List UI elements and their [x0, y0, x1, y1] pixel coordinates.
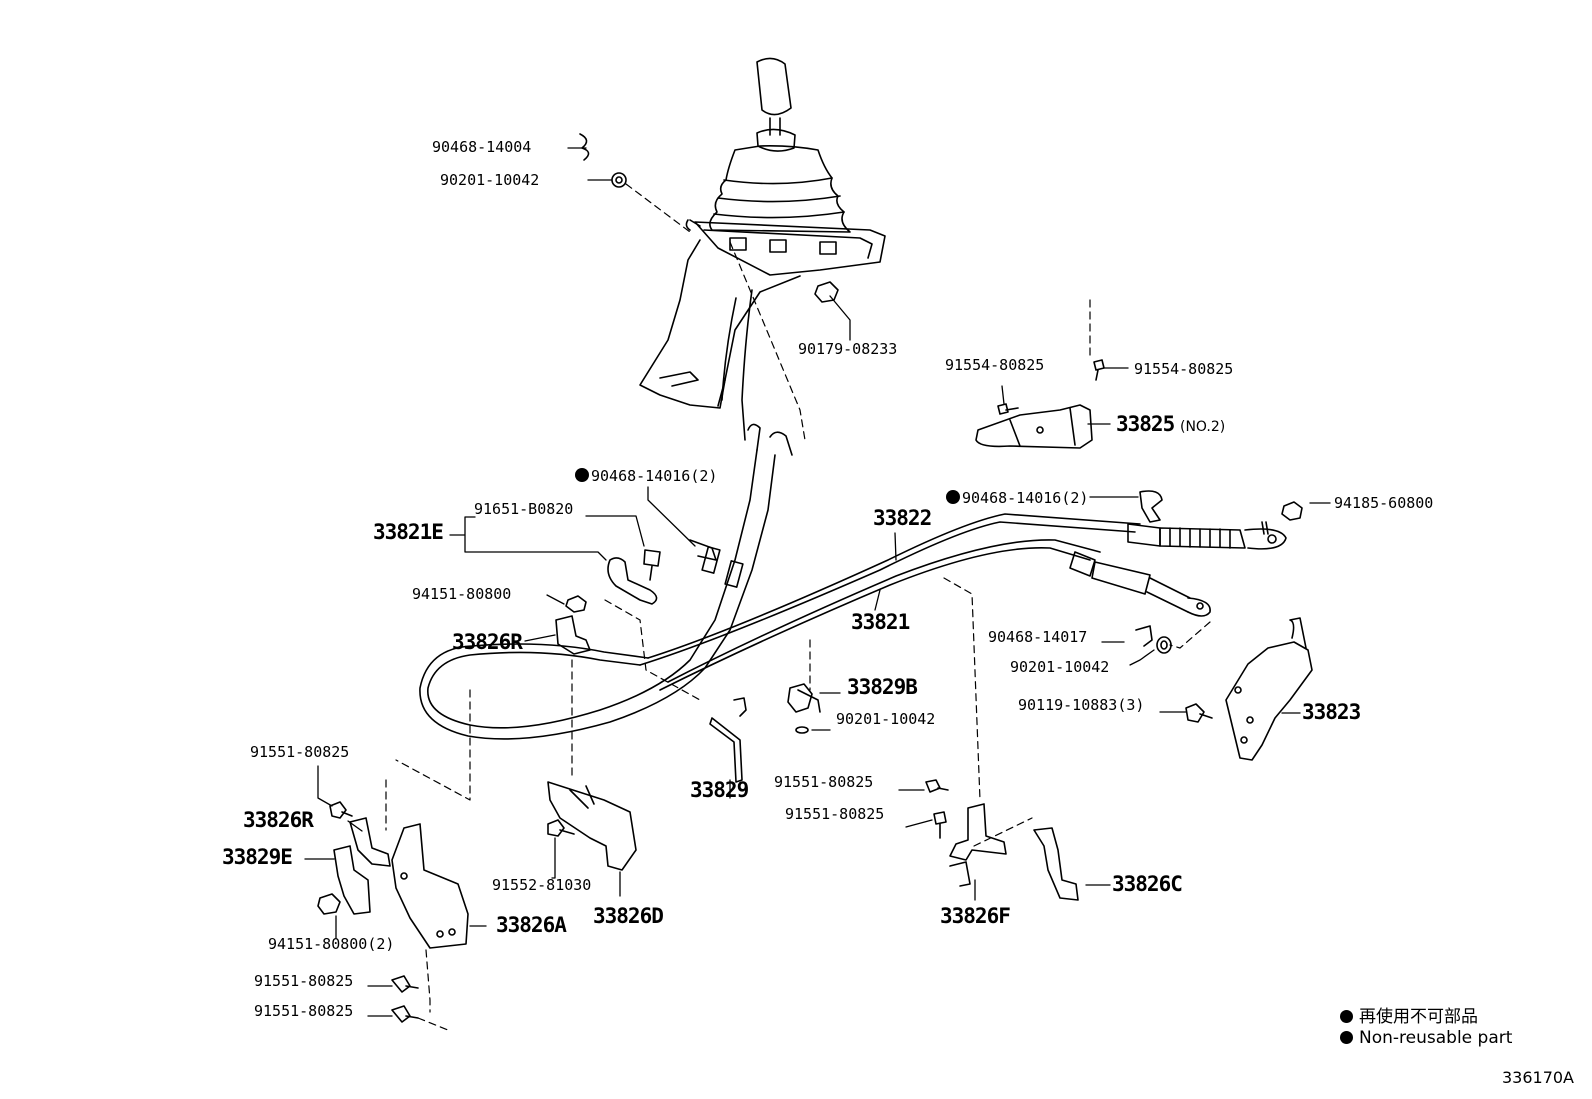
part-label-33825-no2: (NO.2)	[1180, 419, 1226, 435]
part-label-90468-14017: 90468-14017	[988, 628, 1088, 646]
fasteners	[317, 133, 1313, 1023]
part-label-33826C: 33826C	[1112, 872, 1183, 896]
part-label-91551-80825: 91551-80825	[250, 743, 350, 761]
part-label-90468-14004: 90468-14004	[432, 138, 532, 156]
part-label-33826R: 33826R	[452, 630, 523, 654]
diagram-code: 336170A	[1501, 1068, 1574, 1087]
control-cables	[419, 423, 1287, 740]
part-label-33822: 33822	[873, 506, 932, 530]
non-reusable-dot-icon	[946, 490, 960, 504]
part-label-33826D: 33826D	[593, 904, 664, 928]
part-label-91554-80825: 91554-80825	[945, 356, 1045, 374]
legend-jp: 再使用不可部品	[1340, 1002, 1478, 1027]
part-label-91554-80825: 91554-80825	[1134, 360, 1234, 378]
part-label-94151-80800: 94151-80800	[412, 585, 512, 603]
part-label-33826A: 33826A	[496, 913, 567, 937]
part-label-33825: 33825	[1116, 412, 1175, 436]
part-label-33826F: 33826F	[940, 904, 1011, 928]
part-label-91551-80825: 91551-80825	[785, 805, 885, 823]
part-label-91552-81030: 91552-81030	[492, 876, 592, 894]
legend-en: Non-reusable part	[1340, 1028, 1512, 1048]
part-label-90468-14016-a: 90468-14016(2)	[575, 468, 717, 484]
part-label-33821E: 33821E	[373, 520, 444, 544]
part-label-33823: 33823	[1302, 700, 1361, 724]
part-label-90468-14016-b: 90468-14016(2)	[946, 490, 1088, 506]
part-label-94151-80800-2: 94151-80800(2)	[268, 935, 395, 953]
part-label-33829: 33829	[690, 778, 749, 802]
part-label-90201-10042: 90201-10042	[836, 710, 936, 728]
part-label-91551-80825: 91551-80825	[254, 972, 354, 990]
part-label-33821: 33821	[851, 610, 910, 634]
leader-lines	[304, 147, 1331, 1017]
part-label-33829B: 33829B	[847, 675, 918, 699]
part-label-91551-80825: 91551-80825	[254, 1002, 354, 1020]
non-reusable-dot-icon	[1340, 1031, 1353, 1044]
non-reusable-dot-icon	[575, 468, 589, 482]
part-label-94185-60800: 94185-60800	[1334, 494, 1434, 512]
part-label-91651-B0820: 91651-B0820	[474, 500, 574, 518]
part-label-33826R: 33826R	[243, 808, 314, 832]
part-label-90201-10042: 90201-10042	[440, 171, 540, 189]
part-label-90179-08233: 90179-08233	[798, 340, 898, 358]
non-reusable-dot-icon	[1340, 1010, 1353, 1023]
part-label-33829E: 33829E	[222, 845, 293, 869]
shift-lever-assembly	[639, 57, 886, 441]
part-label-90201-10042: 90201-10042	[1010, 658, 1110, 676]
dashed-guides	[385, 183, 1211, 1031]
part-label-91551-80825: 91551-80825	[774, 773, 874, 791]
part-label-90119-10883: 90119-10883(3)	[1018, 696, 1145, 714]
